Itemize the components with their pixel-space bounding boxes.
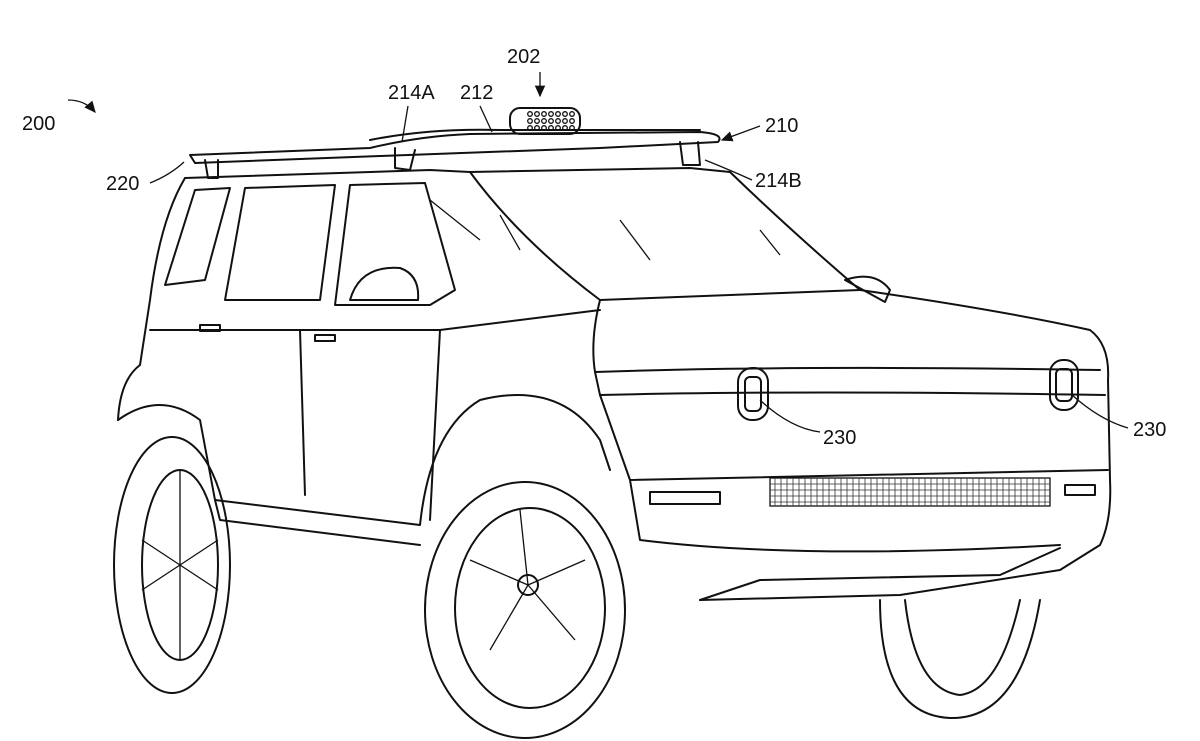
leader-lines [67, 72, 1129, 433]
light-bar [509, 107, 581, 135]
led-dot [555, 118, 561, 124]
led-dot [548, 118, 554, 124]
led-dot [527, 111, 533, 117]
led-dot [548, 125, 554, 131]
front-wheel-left [424, 481, 626, 739]
label-headlight-left: 230 [823, 427, 857, 449]
label-mount-b: 214B [755, 170, 802, 192]
led-dot [527, 125, 533, 131]
led-dot [555, 125, 561, 131]
led-dot [569, 125, 575, 131]
led-dot [541, 125, 547, 131]
headlight-left [737, 367, 769, 421]
led-dot [562, 118, 568, 124]
label-vehicle: 200 [22, 113, 56, 135]
led-dot [555, 111, 561, 117]
label-rack-bar: 212 [460, 82, 494, 104]
label-light-bar: 202 [507, 46, 541, 68]
led-dot [562, 125, 568, 131]
label-roof-rack: 210 [765, 115, 799, 137]
rear-wheel [113, 436, 231, 694]
label-rack-rear: 220 [106, 173, 140, 195]
label-headlight-right: 230 [1133, 419, 1167, 441]
led-dot [534, 125, 540, 131]
led-dot [541, 118, 547, 124]
led-dot [534, 111, 540, 117]
led-dot [569, 111, 575, 117]
led-dot [534, 118, 540, 124]
vehicle-body [117, 167, 1112, 601]
led-dot [562, 111, 568, 117]
headlight-right [1049, 359, 1079, 411]
label-mount-a: 214A [388, 82, 435, 104]
led-dot [527, 118, 533, 124]
led-dot [548, 111, 554, 117]
led-dot [569, 118, 575, 124]
led-dot [541, 111, 547, 117]
front-wheel-right [879, 599, 1041, 720]
